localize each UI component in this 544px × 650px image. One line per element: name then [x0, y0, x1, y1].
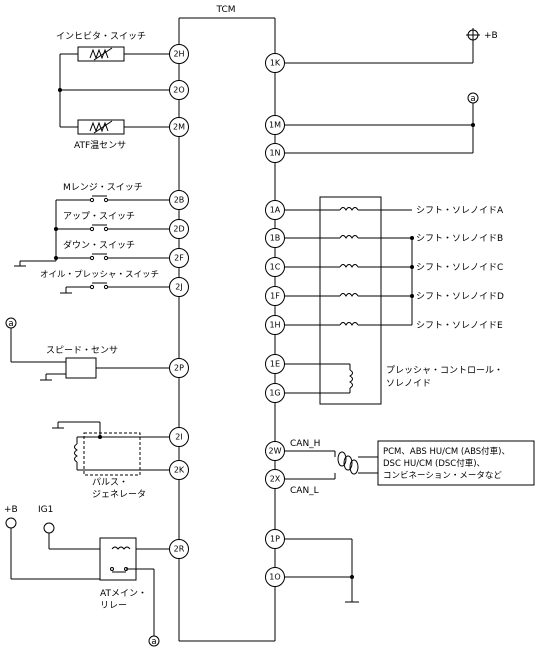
- svg-text:1M: 1M: [269, 121, 281, 130]
- pin-1E: 1E: [265, 354, 285, 374]
- speed-sensor-circuit: [5, 317, 179, 381]
- can-l-label: CAN_L: [290, 486, 319, 496]
- pin-1P: 1P: [265, 529, 285, 549]
- svg-text:2B: 2B: [174, 196, 185, 205]
- svg-text:1G: 1G: [269, 389, 280, 398]
- shift-solenoid-b-label: シフト・ソレノイドB: [416, 234, 503, 244]
- pin-1O: 1O: [265, 567, 285, 587]
- pin-2K: 2K: [169, 460, 189, 480]
- atf-temp-sensor-label: ATF温センサ: [74, 140, 126, 151]
- pin-1C: 1C: [265, 257, 285, 277]
- speed-sensor-label: スピード・センサ: [46, 345, 118, 356]
- shift-solenoid-d-label: シフト・ソレノイドD: [416, 292, 504, 302]
- svg-text:2W: 2W: [269, 447, 282, 456]
- pin-1N: 1N: [265, 143, 285, 163]
- svg-text:2F: 2F: [174, 254, 184, 263]
- svg-text:1C: 1C: [270, 263, 281, 272]
- svg-text:1E: 1E: [270, 360, 280, 369]
- tcm-label: TCM: [215, 5, 235, 15]
- shift-solenoid-circuit: [275, 196, 414, 405]
- plus-b-right-label: +B: [484, 31, 498, 41]
- pin-1G: 1G: [265, 383, 285, 403]
- up-switch-label: アップ・スイッチ: [63, 211, 135, 222]
- down-switch-label: ダウン・スイッチ: [63, 239, 135, 251]
- svg-text:1N: 1N: [269, 149, 280, 158]
- inhibitor-switch-label: インヒビタ・スイッチ: [56, 31, 146, 42]
- shift-solenoid-c-label: シフト・ソレノイドC: [416, 263, 503, 273]
- svg-text:2H: 2H: [173, 50, 184, 59]
- svg-text:2I: 2I: [175, 433, 182, 442]
- pressure-control-label-1: プレッシャ・コントロール・: [386, 365, 503, 376]
- pin-2M: 2M: [169, 117, 189, 137]
- svg-text:1F: 1F: [270, 292, 280, 301]
- can-destination-line-1: PCM、ABS HU/CM (ABS付車)、: [383, 446, 510, 457]
- svg-text:1H: 1H: [269, 321, 280, 330]
- pin-1H: 1H: [265, 315, 285, 335]
- power-ref-circuit: [275, 28, 480, 154]
- pin-2H: 2H: [169, 44, 189, 64]
- svg-text:2O: 2O: [173, 86, 184, 95]
- at-main-relay-circuit: [5, 517, 179, 647]
- can-destination-line-3: コンビネーション・メータなど: [383, 471, 502, 481]
- can-bus-circuit: [275, 440, 535, 486]
- ground-circuit: [275, 538, 359, 603]
- pulse-generator-circuit: [52, 421, 179, 476]
- pin-2P: 2P: [169, 358, 189, 378]
- at-main-relay-label-1: ATメイン・: [100, 589, 147, 599]
- svg-text:2D: 2D: [173, 225, 184, 234]
- ig1-label: IG1: [38, 505, 53, 515]
- svg-text:1B: 1B: [270, 234, 281, 243]
- pulse-generator-label-1: パルス・: [92, 477, 128, 488]
- can-destination-line-2: DSC HU/CM (DSC付車)、: [383, 458, 485, 469]
- shift-solenoid-a-label: シフト・ソレノイドA: [416, 206, 504, 216]
- pin-1K: 1K: [265, 53, 285, 73]
- oil-pressure-switch-label: オイル・プレッシャ・スイッチ: [40, 270, 159, 280]
- inhibitor-atf-circuit: [58, 46, 179, 135]
- pin-2J: 2J: [169, 277, 189, 297]
- tcm-body: [178, 17, 276, 642]
- switch-circuits: [14, 195, 179, 294]
- svg-text:2M: 2M: [173, 123, 185, 132]
- svg-text:2J: 2J: [175, 283, 182, 292]
- ref-a-relay: a: [151, 637, 156, 647]
- pin-2B: 2B: [169, 190, 189, 210]
- m-range-switch-label: Mレンジ・スイッチ: [63, 182, 143, 193]
- svg-text:2P: 2P: [174, 364, 184, 373]
- at-main-relay-label-2: リレー: [100, 601, 127, 611]
- pressure-control-label-2: ソレノイド: [386, 379, 431, 389]
- tcm-pins-left: 2H 2O 2M 2B 2D 2F 2J 2P 2I 2K 2R: [169, 44, 189, 559]
- pin-2F: 2F: [169, 248, 189, 268]
- pin-2I: 2I: [169, 427, 189, 447]
- pin-1M: 1M: [265, 115, 285, 135]
- can-h-label: CAN_H: [290, 439, 320, 449]
- svg-text:1P: 1P: [270, 535, 280, 544]
- svg-text:1A: 1A: [270, 206, 281, 215]
- svg-text:2X: 2X: [270, 475, 281, 484]
- svg-text:1K: 1K: [270, 59, 281, 68]
- pin-2O: 2O: [169, 80, 189, 100]
- shift-solenoid-e-label: シフト・ソレノイドE: [416, 321, 503, 331]
- can-destination-box: [377, 440, 535, 486]
- plus-b-left-label: +B: [4, 505, 18, 515]
- svg-text:1O: 1O: [269, 573, 280, 582]
- pin-2D: 2D: [169, 219, 189, 239]
- pin-1A: 1A: [265, 200, 285, 220]
- tcm-pins-right: 1K 1M 1N 1A 1B 1C 1F 1H 1E 1G 2W 2X 1P 1…: [265, 53, 285, 587]
- svg-text:2R: 2R: [174, 545, 185, 554]
- at-main-relay-box: [99, 537, 137, 581]
- pin-2W: 2W: [265, 441, 285, 461]
- svg-text:2K: 2K: [174, 466, 185, 475]
- pin-2R: 2R: [169, 539, 189, 559]
- speed-sensor-box: [65, 357, 97, 379]
- pin-1B: 1B: [265, 228, 285, 248]
- pin-2X: 2X: [265, 469, 285, 489]
- pin-1F: 1F: [265, 286, 285, 306]
- ref-a-speed-sensor: a: [8, 319, 13, 329]
- pulse-generator-label-2: ジェネレータ: [92, 489, 146, 500]
- ref-a-right: a: [470, 94, 475, 104]
